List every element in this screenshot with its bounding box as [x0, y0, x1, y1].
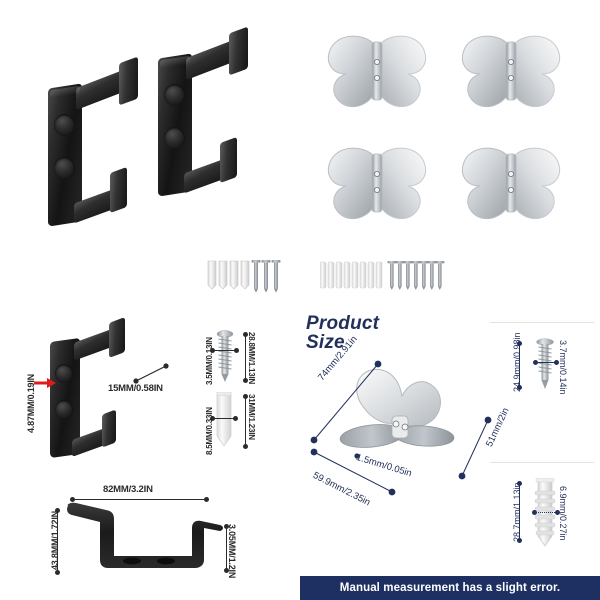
screw-small-length-line: [245, 334, 246, 380]
butterfly-thickness-marker: [352, 448, 362, 459]
dim-dot: [532, 510, 537, 515]
screw-butterfly-diameter-label: 3.7mm/0.14in: [558, 340, 568, 395]
dim-dot: [234, 348, 239, 353]
butterfly-height-dimension: [452, 414, 504, 494]
anchor-butterfly-length-line: [519, 483, 520, 540]
hook-side-width-label: 82MM/3.2IN: [103, 484, 153, 495]
screw-butterfly-length-label: 24.9mm/0.98in: [512, 332, 522, 392]
dim-dot: [224, 568, 229, 573]
dim-dot: [554, 360, 559, 365]
anchor-small-diameter-label: 8.5MM/0.33IN: [205, 407, 214, 455]
dim-dot: [517, 385, 522, 390]
screw-small-figure: [214, 330, 236, 382]
dim-dot: [243, 394, 248, 399]
anchor-small-length-label: 31MM/1.23IN: [247, 394, 256, 440]
hook-iso-dimension-figure: [50, 317, 154, 459]
butterfly-hook-product-1: [322, 30, 432, 115]
hook-bottom-lip: [102, 409, 116, 448]
hook-side-profile-figure: [62, 498, 262, 578]
anchor-butterfly-length-label: 28.7mm/1.13in: [512, 482, 522, 542]
screw-small-diameter-line: [212, 350, 238, 351]
hook-side-width-line: [72, 499, 208, 500]
hook-bottom-lip: [220, 136, 237, 184]
anchor-small-length-line: [245, 396, 246, 446]
hook-mounting-hole-upper: [55, 364, 73, 383]
dim-dot: [555, 510, 560, 515]
butterfly-hook-product-3: [322, 142, 432, 227]
screw-small-length-label: 28.8MM/1.13IN: [247, 332, 256, 385]
hook-mounting-hole-upper: [54, 114, 75, 136]
dim-dot: [55, 570, 60, 575]
butterfly-hook-product-4: [456, 142, 566, 227]
anchor-butterfly-diameter-line: [534, 512, 557, 514]
dim-dot: [517, 341, 522, 346]
divider: [490, 462, 594, 463]
hook-side-height-line: [57, 510, 58, 572]
dim-dot: [70, 497, 75, 502]
butterfly-hook-product-2: [456, 30, 566, 115]
hook-lip-depth-label: 15MM/0.58IN: [108, 383, 163, 394]
dim-dot: [210, 348, 215, 353]
hardware-left-set: [207, 258, 287, 296]
screw-butterfly-length-line: [519, 343, 520, 387]
anchor-small-figure: [212, 391, 236, 452]
dim-dot: [243, 378, 248, 383]
anchor-small-diameter-line: [212, 418, 237, 419]
hook-bottom-lip: [110, 166, 127, 214]
thickness-arrow-icon: [34, 375, 56, 388]
screw-butterfly-diameter-line: [535, 362, 556, 363]
hook-thickness-label: 4.87MM/0.19IN: [26, 374, 36, 433]
footer-note-banner: Manual measurement has a slight error.: [300, 576, 600, 600]
hook-side-height-label: 43.8MM/1.72IN: [50, 511, 60, 570]
hook-mounting-hole-lower: [164, 127, 185, 149]
dim-dot: [517, 481, 522, 486]
page-title: Product Size: [306, 314, 379, 352]
butterfly-dimension-figure: [320, 356, 480, 476]
dim-dot: [517, 538, 522, 543]
hook-mounting-hole-lower: [55, 400, 73, 419]
hardware-right-set: [319, 258, 450, 296]
hook-lip-depth-leader: [132, 362, 172, 384]
screw-small-diameter-label: 3.5MM/0.13IN: [205, 337, 214, 385]
dim-dot: [204, 497, 209, 502]
hook-side-lip-height-line: [226, 526, 227, 570]
hook-top-lip: [109, 317, 125, 358]
page-title-line-2: Size: [306, 332, 345, 353]
dim-dot: [533, 360, 538, 365]
hook-side-lip-height-label: 3.05MM/1.2IN: [227, 524, 237, 579]
hook-mounting-hole-upper: [164, 84, 185, 106]
page-title-line-1: Product: [306, 313, 380, 334]
footer-note-text: Manual measurement has a slight error.: [339, 582, 561, 594]
hook-mounting-hole-lower: [54, 157, 75, 179]
dim-dot: [210, 416, 215, 421]
black-hook-product-2: [158, 26, 270, 197]
dim-dot: [243, 444, 248, 449]
hook-top-lip: [119, 56, 138, 106]
butterfly-width-dimension: [306, 444, 406, 504]
hook-top-lip: [229, 26, 248, 76]
dim-dot: [224, 524, 229, 529]
butterfly-diagonal-dimension: [304, 356, 390, 448]
anchor-butterfly-diameter-label: 6.9mm/0.27in: [558, 486, 568, 541]
anchor-butterfly-figure: [532, 477, 558, 550]
black-hook-product-1: [48, 56, 160, 227]
dim-dot: [233, 416, 238, 421]
dim-dot: [243, 332, 248, 337]
dim-dot: [55, 508, 60, 513]
divider: [490, 322, 594, 323]
